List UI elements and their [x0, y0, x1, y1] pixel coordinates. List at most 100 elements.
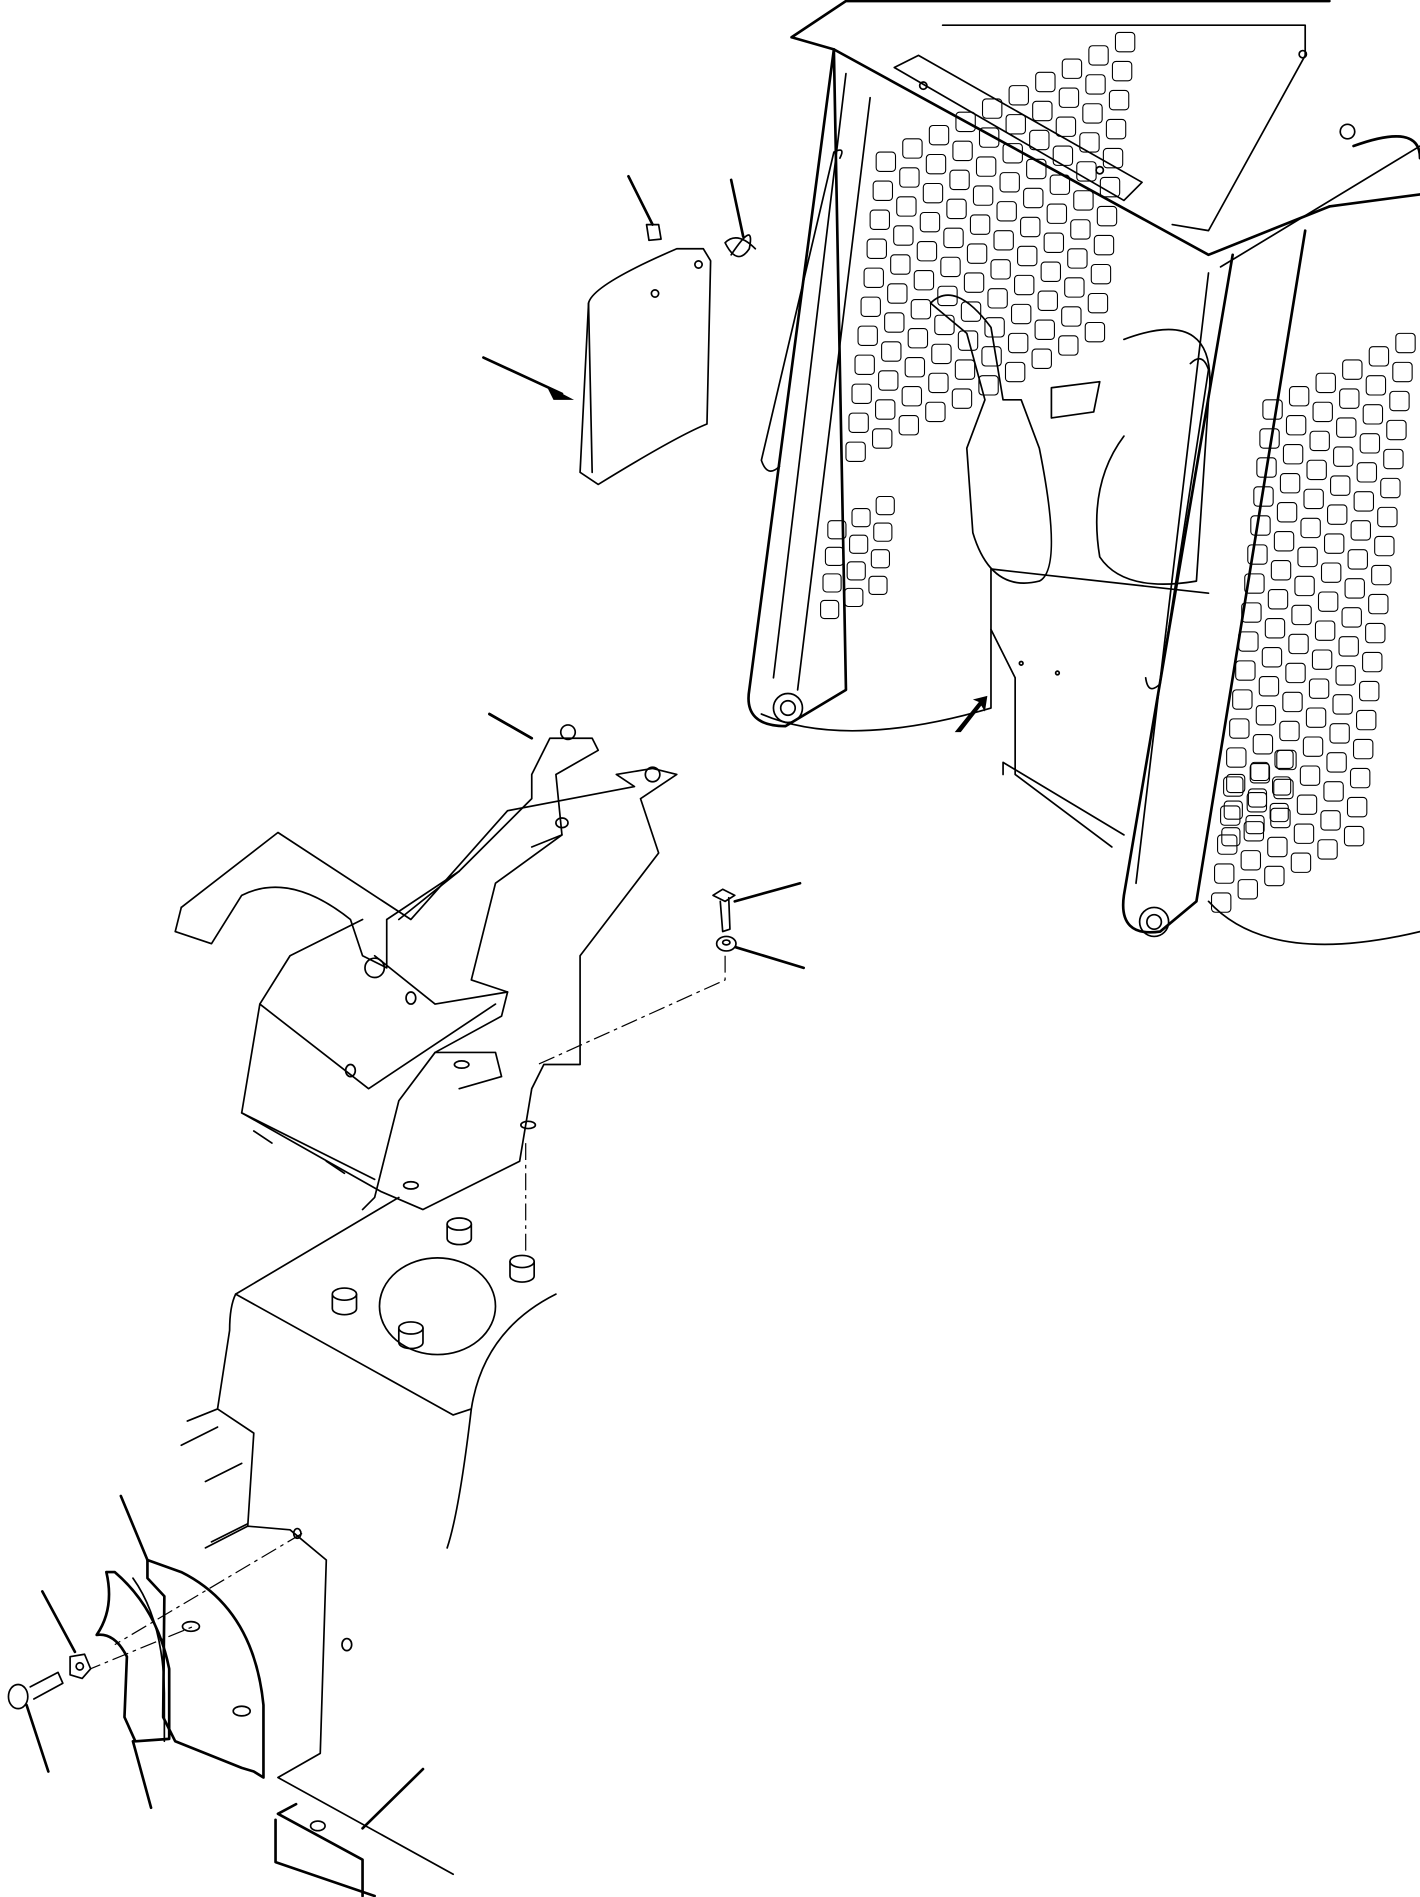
- mesh-cell: [1279, 473, 1301, 494]
- mesh-cell: [1353, 491, 1375, 512]
- mesh-cell: [1336, 417, 1357, 438]
- mesh-cell: [1258, 676, 1280, 697]
- mesh-cell: [1314, 620, 1336, 641]
- mesh-cell: [1014, 274, 1035, 296]
- mesh-cell: [854, 354, 875, 376]
- mesh-cell: [1332, 694, 1353, 715]
- mesh-cell: [1317, 839, 1338, 860]
- mesh-cell: [966, 243, 988, 264]
- mesh-cell: [869, 209, 891, 230]
- mesh-cell: [1008, 85, 1029, 106]
- mesh-cell: [925, 401, 946, 423]
- mesh-cell: [1034, 319, 1055, 340]
- bolt-washer-right: [525, 881, 805, 1258]
- mesh-cell: [1264, 865, 1285, 887]
- mesh-cell: [896, 196, 917, 217]
- mesh-cell: [946, 198, 967, 220]
- mesh-cell: [1099, 176, 1121, 198]
- mesh-cell: [902, 138, 923, 159]
- mesh-cell: [978, 127, 1000, 148]
- mount-post: [331, 1293, 358, 1316]
- mesh-cell: [1259, 428, 1280, 449]
- mesh-cell: [1296, 794, 1318, 815]
- mesh-cell: [875, 399, 896, 420]
- mesh-cell: [1255, 705, 1277, 726]
- mesh-cell: [1010, 303, 1032, 325]
- mesh-cell: [1090, 263, 1112, 285]
- mesh-cell: [1330, 475, 1351, 496]
- mesh-cell: [1320, 562, 1342, 583]
- mesh-cell: [1267, 589, 1289, 610]
- mesh-cell: [1315, 372, 1336, 394]
- mesh-cell: [951, 388, 973, 409]
- mesh-cell: [904, 356, 926, 378]
- mesh-cell: [1082, 103, 1103, 124]
- mesh-cell: [1395, 332, 1416, 354]
- mesh-cell: [1303, 488, 1324, 510]
- mesh-cell: [824, 546, 845, 566]
- mesh-cell: [1093, 234, 1115, 256]
- mesh-cell: [1306, 459, 1327, 481]
- mesh-cell: [1052, 145, 1074, 166]
- mesh-cell: [910, 298, 932, 320]
- mesh-cell: [1005, 114, 1026, 135]
- mesh-cell: [1058, 335, 1079, 356]
- mesh-cell: [1246, 792, 1268, 813]
- mesh-cell: [943, 227, 964, 249]
- mesh-cell: [1273, 531, 1295, 552]
- mesh-cell: [934, 314, 955, 336]
- mesh-cell: [872, 428, 893, 449]
- mesh-cell: [981, 346, 1002, 367]
- cab-mesh: [820, 31, 1416, 913]
- mesh-cell: [1035, 71, 1056, 93]
- mesh-cell: [969, 214, 991, 235]
- mesh-cell: [1247, 788, 1268, 808]
- mesh-cell: [1108, 89, 1130, 111]
- mesh-cell: [1380, 477, 1401, 499]
- mesh-cell: [1346, 796, 1368, 818]
- mesh-cell: [955, 111, 976, 133]
- mesh-cell: [1241, 602, 1262, 623]
- mesh-cell: [978, 375, 999, 396]
- mesh-cell: [890, 254, 911, 275]
- mesh-cell: [1323, 781, 1344, 802]
- mesh-cell: [875, 495, 895, 516]
- mesh-cell: [1389, 390, 1410, 412]
- mesh-cell: [1240, 850, 1262, 871]
- mesh-cell: [1067, 248, 1088, 269]
- mesh-cell: [1061, 58, 1083, 79]
- mesh-cell: [1223, 776, 1244, 797]
- mesh-cell: [1282, 444, 1304, 465]
- mesh-cell: [1338, 636, 1359, 657]
- mesh-cell: [884, 312, 905, 333]
- mesh-cell: [1256, 457, 1277, 478]
- mesh-cell: [1252, 734, 1274, 755]
- mesh-cell: [1365, 375, 1387, 396]
- mesh-cell: [893, 225, 914, 246]
- mesh-cell: [1064, 277, 1085, 298]
- mesh-cell: [866, 238, 887, 259]
- mesh-cell: [851, 508, 871, 528]
- mount-post: [509, 1260, 536, 1283]
- mesh-cell: [1226, 773, 1246, 794]
- mount-post-top: [397, 1321, 424, 1335]
- mesh-cell: [1235, 660, 1256, 681]
- mesh-cell: [996, 201, 1017, 222]
- tractor-frame: [180, 1196, 557, 1897]
- mesh-cell: [1309, 430, 1330, 452]
- mesh-cell: [1076, 161, 1097, 182]
- mesh-cell: [1274, 749, 1294, 769]
- mount-post-top: [446, 1217, 473, 1231]
- mesh-cell: [1073, 190, 1094, 211]
- mesh-cell: [1349, 767, 1371, 789]
- mesh-cell: [1282, 691, 1303, 713]
- mesh-cell: [1352, 738, 1374, 760]
- mesh-cell: [1004, 361, 1026, 383]
- cover-plate: [7, 1494, 303, 1810]
- mesh-cell: [872, 180, 894, 201]
- mesh-cell: [1220, 805, 1241, 826]
- mesh-cell: [1088, 45, 1109, 66]
- mesh-cell: [1243, 821, 1265, 842]
- mesh-cell: [1339, 388, 1360, 409]
